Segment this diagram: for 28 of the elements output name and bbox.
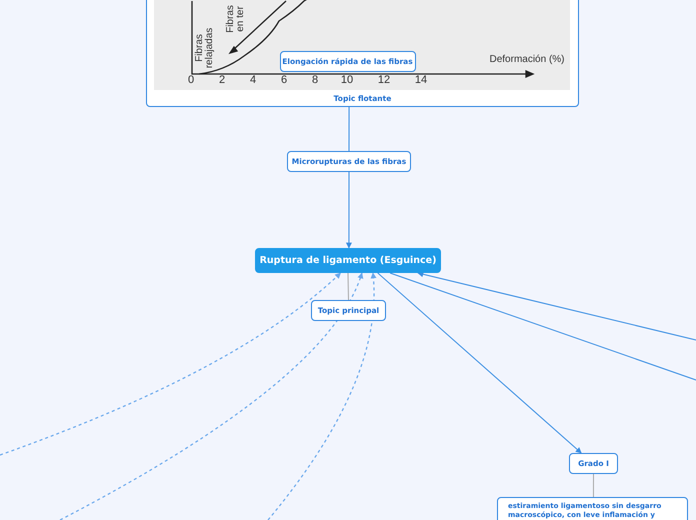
- connector-line: [348, 272, 349, 300]
- axis-title: Deformación (%): [488, 55, 566, 65]
- dashed-arrow: [0, 272, 341, 456]
- tick-label: 10: [340, 74, 354, 86]
- tick-label: 6: [280, 74, 288, 86]
- connector-line: [348, 106, 350, 152]
- arrow: [417, 271, 696, 340]
- topic-box: [311, 300, 386, 321]
- topic-text: Ruptura de ligamento (Esguince): [260, 255, 436, 266]
- topic-box: [569, 453, 618, 474]
- axis-annotation: Fibras en ter: [226, 4, 246, 35]
- arrow: [377, 272, 582, 454]
- axis-annotation: Fibras relajadas: [195, 26, 215, 70]
- topic-box: [287, 151, 411, 172]
- dashed-arrow: [268, 272, 376, 520]
- floating-topic-card: [146, 0, 579, 107]
- tick-label: 2: [218, 74, 226, 86]
- connector-line: [390, 272, 696, 380]
- central-topic-box: [255, 248, 441, 273]
- dashed-arrow: [60, 272, 363, 520]
- tick-label: 4: [250, 74, 256, 86]
- tick-label: 14: [414, 74, 428, 86]
- arrow: [346, 172, 352, 249]
- tick-label: 0: [188, 74, 194, 86]
- topic-box: [280, 50, 416, 72]
- tick-label: 12: [378, 74, 390, 86]
- connector-line: [592, 474, 594, 498]
- tick-label: 8: [312, 74, 318, 86]
